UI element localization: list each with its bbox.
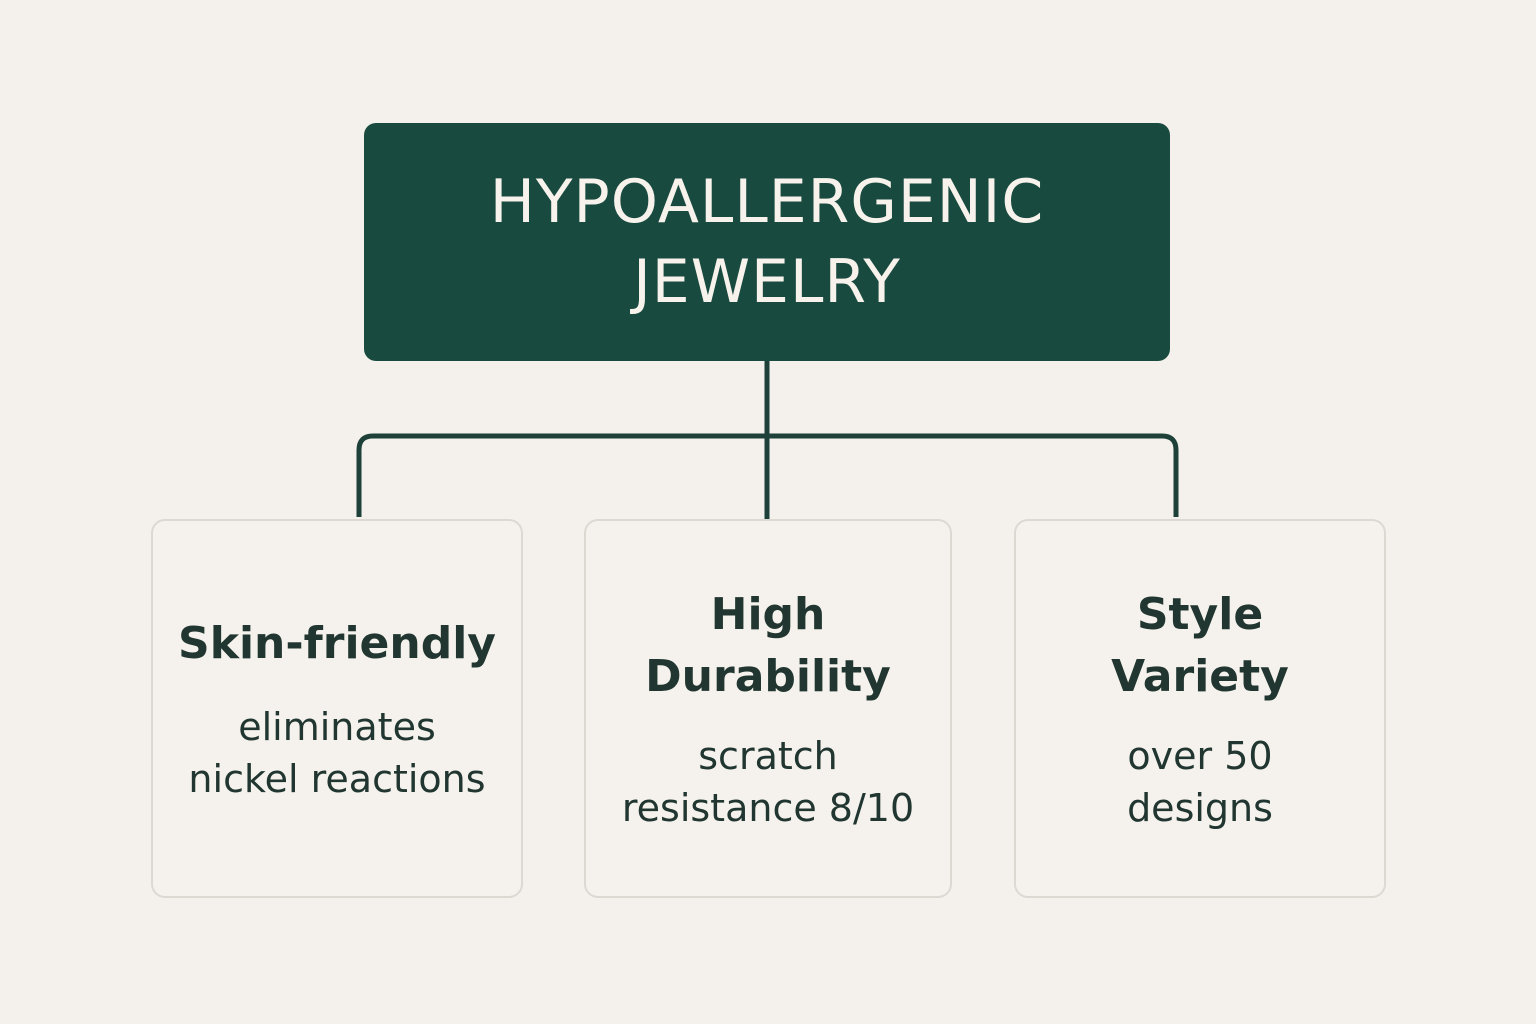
card-description: eliminates nickel reactions: [188, 701, 485, 805]
card-title: Skin-friendly: [178, 613, 496, 675]
card-description-line: resistance 8/10: [621, 785, 915, 830]
card-skin-friendly: Skin-friendly eliminates nickel reaction…: [151, 519, 523, 898]
card-description-line: nickel reactions: [188, 756, 486, 801]
card-high-durability: High Durability scratch resistance 8/10: [584, 519, 952, 898]
card-description-line: scratch: [698, 733, 838, 778]
card-style-variety: Style Variety over 50 designs: [1014, 519, 1386, 898]
card-title-line: High: [710, 588, 826, 640]
root-title-line-2: JEWELRY: [633, 247, 901, 317]
card-description-line: designs: [1127, 785, 1273, 830]
card-description-line: over 50: [1127, 733, 1273, 778]
connector-branch-left: [356, 433, 767, 517]
card-title-line: Style: [1136, 588, 1264, 640]
card-description: scratch resistance 8/10: [622, 730, 914, 834]
connector-branch-right: [767, 433, 1179, 517]
root-node: HYPOALLERGENIC JEWELRY: [364, 123, 1170, 361]
root-title-line-1: HYPOALLERGENIC: [489, 167, 1045, 237]
card-title: Style Variety: [1111, 584, 1289, 708]
card-description: over 50 designs: [1127, 730, 1273, 834]
card-title-line: Durability: [645, 650, 891, 702]
card-title-line: Variety: [1111, 650, 1289, 702]
card-description-line: eliminates: [238, 704, 436, 749]
card-title: High Durability: [645, 584, 891, 708]
card-title-line: Skin-friendly: [178, 617, 496, 669]
